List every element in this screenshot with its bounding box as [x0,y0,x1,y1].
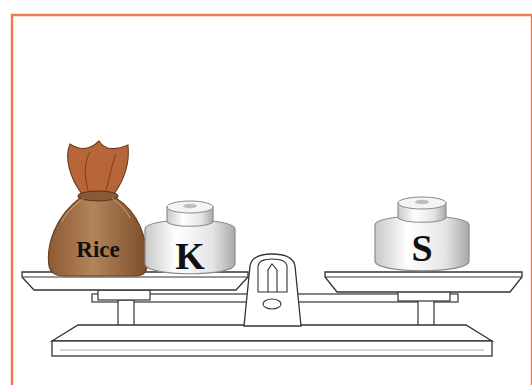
pointer [268,264,277,292]
scale-pillar [244,254,301,326]
bag-fold [85,152,116,190]
right-pan [325,272,522,292]
knob-top [167,201,213,213]
knob-hole [183,204,197,208]
knob-top [398,197,446,209]
bag-rope [62,198,130,222]
base-edge [60,350,484,351]
frame-border [12,15,532,385]
pan-stem [418,300,434,326]
bag-tie [78,191,118,201]
bag-label: Rice [44,238,152,261]
knob-hole [415,200,429,204]
rice-bag: Rice [44,140,152,277]
pivot [263,299,281,309]
pan-stem [118,300,134,326]
weight-label: K [142,237,238,275]
weight-block: S [372,193,472,273]
pan-support [98,290,150,300]
pan-edge [325,277,522,278]
rice-bag-body [48,198,147,276]
weight-block: K [142,197,238,276]
scale-base [52,341,492,356]
scale-base-top [52,325,492,341]
rice-bag-top [68,141,129,194]
pointer-window [258,259,287,292]
weight-label: S [372,229,472,267]
pan-edge [22,277,248,278]
